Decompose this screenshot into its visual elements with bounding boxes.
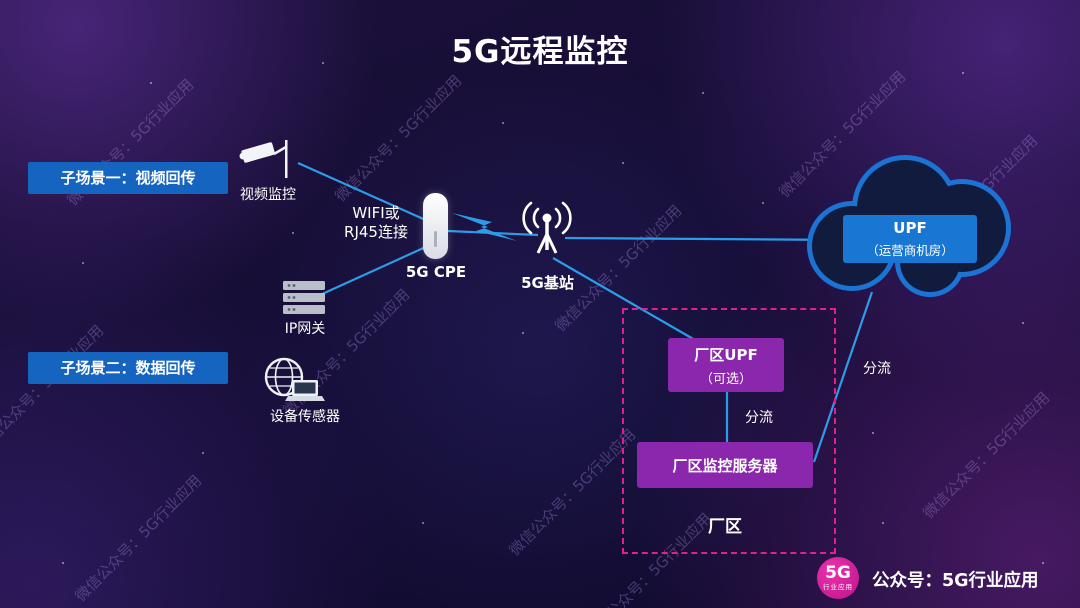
- star-dot: [502, 122, 504, 124]
- ip-gateway-icon: [283, 281, 325, 314]
- star-dot: [422, 522, 424, 524]
- cpe-label: 5G CPE: [405, 263, 467, 281]
- base-station-label: 5G基站: [521, 274, 574, 292]
- base-station-icon: [522, 201, 572, 254]
- split-label-factory: 分流: [745, 410, 773, 426]
- watermark-text: 微信公众号：5G行业应用: [331, 71, 466, 206]
- device-sensor-icon: [264, 357, 325, 401]
- scenario-1-badge: 子场景一：视频回传: [28, 162, 228, 194]
- account-text: 公众号：5G行业应用: [872, 571, 1039, 591]
- star-dot: [322, 62, 324, 64]
- brand-logo: 5G 行业应用: [817, 557, 859, 599]
- watermark-text: 微信公众号：5G行业应用: [71, 471, 206, 606]
- star-dot: [872, 432, 874, 434]
- connection-type-line1: WIFI或: [352, 204, 400, 222]
- connection-type-label: WIFI或 RJ45连接: [330, 204, 422, 242]
- star-dot: [1042, 562, 1044, 564]
- star-dot: [702, 92, 704, 94]
- star-dot: [962, 72, 964, 74]
- star-dot: [292, 232, 294, 234]
- split-label-cloud: 分流: [863, 361, 891, 377]
- star-dot: [882, 522, 884, 524]
- upf-subtitle: （运营商机房）: [866, 243, 954, 258]
- star-dot: [522, 332, 524, 334]
- star-dot: [202, 452, 204, 454]
- gateway-label: IP网关: [284, 321, 326, 337]
- connection-type-line2: RJ45连接: [344, 223, 408, 241]
- factory-upf-subtitle: （可选）: [699, 371, 752, 387]
- watermark-text: 微信公众号：5G行业应用: [0, 321, 108, 456]
- star-dot: [150, 82, 152, 84]
- factory-upf-node: 厂区UPF （可选）: [668, 338, 784, 392]
- watermark-text: 微信公众号：5G行业应用: [505, 425, 640, 560]
- cctv-camera-icon: [239, 140, 288, 178]
- factory-upf-title: 厂区UPF: [694, 345, 758, 364]
- page-title: 5G远程监控: [451, 34, 629, 70]
- star-dot: [62, 562, 64, 564]
- star-dot: [1022, 322, 1024, 324]
- camera-label: 视频监控: [240, 187, 296, 203]
- upf-title: UPF: [893, 219, 927, 237]
- star-dot: [762, 202, 764, 204]
- watermark-text: 微信公众号：5G行业应用: [919, 388, 1054, 523]
- factory-area-label: 厂区: [708, 517, 742, 537]
- brand-logo-main: 5G: [825, 563, 851, 584]
- factory-server-node: 厂区监控服务器: [637, 442, 813, 488]
- star-dot: [622, 162, 624, 164]
- sensor-label: 设备传感器: [270, 409, 340, 425]
- cpe-device-icon: [423, 193, 448, 259]
- upf-node: UPF （运营商机房）: [843, 215, 977, 263]
- lightning-icon: [452, 213, 517, 241]
- brand-logo-sub: 行业应用: [823, 583, 853, 592]
- star-dot: [82, 262, 84, 264]
- scenario-2-badge: 子场景二：数据回传: [28, 352, 228, 384]
